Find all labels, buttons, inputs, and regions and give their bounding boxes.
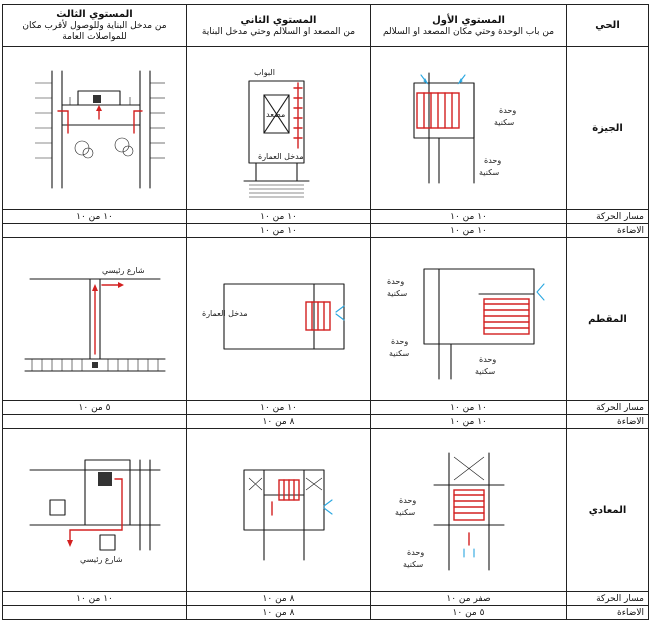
sketch-row-giza: البواب مصعد مدخل العمارة <box>2 46 649 210</box>
mokattam-movement-l3: ٥ من ١٠ <box>2 400 187 415</box>
mokattam-movement-l1: ١٠ من ١٠ <box>370 400 567 415</box>
maadi-l3-note-bottom: شارع رئيسي <box>80 555 123 564</box>
lighting-row-maadi: ٨ من ١٠ ٥ من ١٠ الاضاءة <box>2 605 649 620</box>
district-header: الحي <box>566 4 649 47</box>
sketch-giza-level1: وحدة سكنية وحدة سكنية <box>370 46 567 210</box>
giza-l1-note-b2: سكنية <box>479 168 500 177</box>
giza-lighting-label: الاضاءة <box>566 223 649 238</box>
sketch-maadi-level1: وحدة سكنية وحدة سكنية <box>370 428 567 592</box>
maadi-movement-l3: ١٠ من ١٠ <box>2 591 187 606</box>
giza-l1-note-a2: سكنية <box>494 118 515 127</box>
mokattam-movement-label: مسار الحركة <box>566 400 649 415</box>
giza-l1-note-a: وحدة <box>499 106 516 115</box>
level3-header: المستوي الثالث من مدخل البناية وللوصول ل… <box>2 4 187 47</box>
level3-subtitle: من مدخل البناية وللوصول لأقرب مكان للموا… <box>22 21 167 42</box>
assessment-table: المستوي الثالث من مدخل البناية وللوصول ل… <box>2 4 649 620</box>
mokattam-l1-note-a2: سكنية <box>387 289 408 298</box>
maadi-movement-l2: ٨ من ١٠ <box>186 591 371 606</box>
giza-lighting-l3 <box>2 223 187 238</box>
mokattam-l1-note-c2: سكنية <box>475 367 496 376</box>
giza-lighting-l1: ١٠ من ١٠ <box>370 223 567 238</box>
maadi-l1-note-a: وحدة <box>399 496 416 505</box>
maadi-l1-note-a2: سكنية <box>395 508 416 517</box>
sketch-giza-level2: البواب مصعد مدخل العمارة <box>186 46 371 210</box>
mokattam-lighting-l1: ١٠ من ١٠ <box>370 414 567 429</box>
level2-subtitle: من المصعد او السلالم وحتي مدخل البناية <box>201 26 356 37</box>
sketch-giza-level3 <box>2 46 187 210</box>
level2-header: المستوي الثاني من المصعد او السلالم وحتي… <box>186 4 371 47</box>
movement-row-maadi: ١٠ من ١٠ ٨ من ١٠ صفر من ١٠ مسار الحركة <box>2 591 649 606</box>
district-mokattam: المقطم <box>566 237 649 401</box>
level2-title: المستوي الثاني <box>240 14 317 26</box>
lighting-row-giza: ١٠ من ١٠ ١٠ من ١٠ الاضاءة <box>2 223 649 238</box>
mokattam-l1-note-b: وحدة <box>391 337 408 346</box>
mokattam-movement-l2: ١٠ من ١٠ <box>186 400 371 415</box>
giza-l2-note-top: البواب <box>254 68 275 77</box>
level3-title: المستوي الثالث <box>56 9 133 20</box>
sketch-row-maadi: شارع رئيسي <box>2 428 649 592</box>
sketch-row-mokattam: شارع رئيسي مدخل العمارة <box>2 237 649 401</box>
sketch-maadi-level2 <box>186 428 371 592</box>
mokattam-l1-note-a: وحدة <box>387 277 404 286</box>
sketch-mokattam-level1: وحدة سكنية وحدة سكنية وحدة سكنية <box>370 237 567 401</box>
maadi-lighting-l2: ٨ من ١٠ <box>186 605 371 620</box>
giza-movement-l3: ١٠ من ١٠ <box>2 209 187 224</box>
level1-title: المستوي الأول <box>432 14 505 26</box>
mokattam-l1-note-b2: سكنية <box>389 349 410 358</box>
maadi-l1-note-b: وحدة <box>407 548 424 557</box>
maadi-level2-sketch <box>242 469 333 561</box>
header-row: المستوي الثالث من مدخل البناية وللوصول ل… <box>2 4 649 47</box>
movement-row-giza: ١٠ من ١٠ ١٠ من ١٠ ١٠ من ١٠ مسار الحركة <box>2 209 649 224</box>
mokattam-level1-sketch: وحدة سكنية وحدة سكنية وحدة سكنية <box>387 268 545 380</box>
mokattam-level2-sketch: مدخل العمارة <box>202 283 345 350</box>
giza-movement-label: مسار الحركة <box>566 209 649 224</box>
sketch-mokattam-level2: مدخل العمارة <box>186 237 371 401</box>
mokattam-lighting-l2: ٨ من ١٠ <box>186 414 371 429</box>
lighting-row-mokattam: ٨ من ١٠ ١٠ من ١٠ الاضاءة <box>2 414 649 429</box>
giza-lighting-l2: ١٠ من ١٠ <box>186 223 371 238</box>
district-giza: الجيزة <box>566 46 649 210</box>
level1-header: المستوي الأول من باب الوحدة وحتي مكان ال… <box>370 4 567 47</box>
maadi-l1-note-b2: سكنية <box>403 560 424 569</box>
maadi-lighting-label: الاضاءة <box>566 605 649 620</box>
maadi-level1-sketch: وحدة سكنية وحدة سكنية <box>395 452 505 571</box>
giza-movement-l2: ١٠ من ١٠ <box>186 209 371 224</box>
giza-l2-note-mid: مصعد <box>266 110 285 119</box>
giza-level1-sketch: وحدة سكنية وحدة سكنية <box>412 72 516 184</box>
mokattam-l2-note-left: مدخل العمارة <box>202 309 248 318</box>
maadi-level3-sketch: شارع رئيسي <box>28 459 161 564</box>
maadi-lighting-l3 <box>2 605 187 620</box>
mokattam-lighting-label: الاضاءة <box>566 414 649 429</box>
district-maadi: المعادي <box>566 428 649 592</box>
sketch-maadi-level3: شارع رئيسي <box>2 428 187 592</box>
maadi-movement-label: مسار الحركة <box>566 591 649 606</box>
mokattam-l3-note-top: شارع رئيسي <box>102 266 145 275</box>
maadi-movement-l1: صفر من ١٠ <box>370 591 567 606</box>
movement-row-mokattam: ٥ من ١٠ ١٠ من ١٠ ١٠ من ١٠ مسار الحركة <box>2 400 649 415</box>
maadi-lighting-l1: ٥ من ١٠ <box>370 605 567 620</box>
mokattam-lighting-l3 <box>2 414 187 429</box>
giza-l2-note-bottom: مدخل العمارة <box>258 152 304 161</box>
giza-level3-sketch <box>34 70 165 189</box>
giza-movement-l1: ١٠ من ١٠ <box>370 209 567 224</box>
sketch-mokattam-level3: شارع رئيسي <box>2 237 187 401</box>
mokattam-l1-note-c: وحدة <box>479 355 496 364</box>
level1-subtitle: من باب الوحدة وحتي مكان المصعد او السلال… <box>382 26 555 37</box>
giza-l1-note-b: وحدة <box>484 156 501 165</box>
giza-level2-sketch: البواب مصعد مدخل العمارة <box>242 68 310 198</box>
mokattam-level3-sketch: شارع رئيسي <box>23 266 166 372</box>
